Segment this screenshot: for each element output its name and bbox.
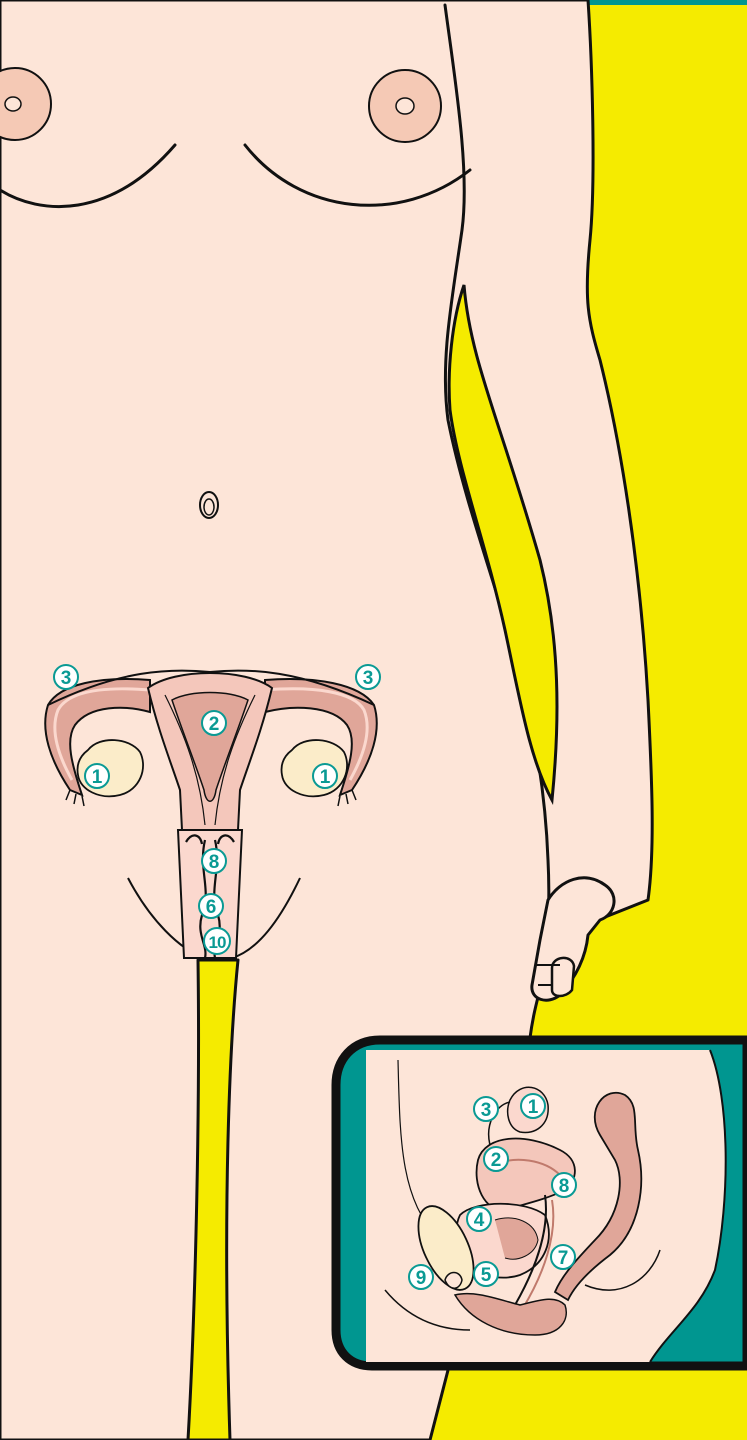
inset-label-tube-text: 3 [481, 1100, 492, 1121]
label-cervix: 8 [202, 849, 226, 873]
inset-label-cervix-text: 8 [559, 1176, 570, 1197]
label-ovary-left-text: 1 [92, 767, 103, 788]
label-ovary-right-text: 1 [320, 767, 331, 788]
inset-label-ovary: 1 [521, 1094, 545, 1118]
label-tube-left-text: 3 [61, 668, 72, 689]
label-ovary-right: 1 [313, 764, 337, 788]
inset-label-tube: 3 [474, 1097, 498, 1121]
label-vagina-text: 6 [206, 897, 217, 918]
inset-label-anus: 7 [551, 1245, 575, 1269]
inset-label-ovary-text: 1 [528, 1097, 539, 1118]
label-vagina: 6 [199, 894, 223, 918]
inset-label-bladder-text: 4 [474, 1210, 485, 1231]
label-uterus: 2 [202, 711, 226, 735]
nipple-left [5, 97, 21, 111]
label-vaginal-opening-text: 10 [209, 933, 226, 952]
label-cervix-text: 8 [209, 852, 220, 873]
inset-label-uterus-text: 2 [491, 1150, 502, 1171]
nipple-right [396, 98, 414, 114]
navel-outer [200, 492, 218, 518]
inset-label-clitoris-text: 9 [416, 1268, 427, 1289]
side-view-inset: 3 1 2 8 4 5 7 9 [336, 1040, 747, 1366]
label-ovary-left: 1 [85, 764, 109, 788]
label-tube-right: 3 [356, 665, 380, 689]
label-tube-left: 3 [54, 665, 78, 689]
thumb-nail [552, 958, 574, 996]
inset-label-cervix: 8 [552, 1173, 576, 1197]
label-tube-right-text: 3 [363, 668, 374, 689]
inset-label-urethra-text: 5 [481, 1265, 492, 1286]
label-uterus-text: 2 [209, 714, 220, 735]
inset-label-anus-text: 7 [558, 1248, 569, 1269]
label-vaginal-opening: 10 [204, 928, 230, 954]
inset-label-bladder: 4 [467, 1207, 491, 1231]
inset-label-clitoris: 9 [409, 1265, 433, 1289]
inset-label-uterus: 2 [484, 1147, 508, 1171]
inset-label-urethra: 5 [474, 1262, 498, 1286]
